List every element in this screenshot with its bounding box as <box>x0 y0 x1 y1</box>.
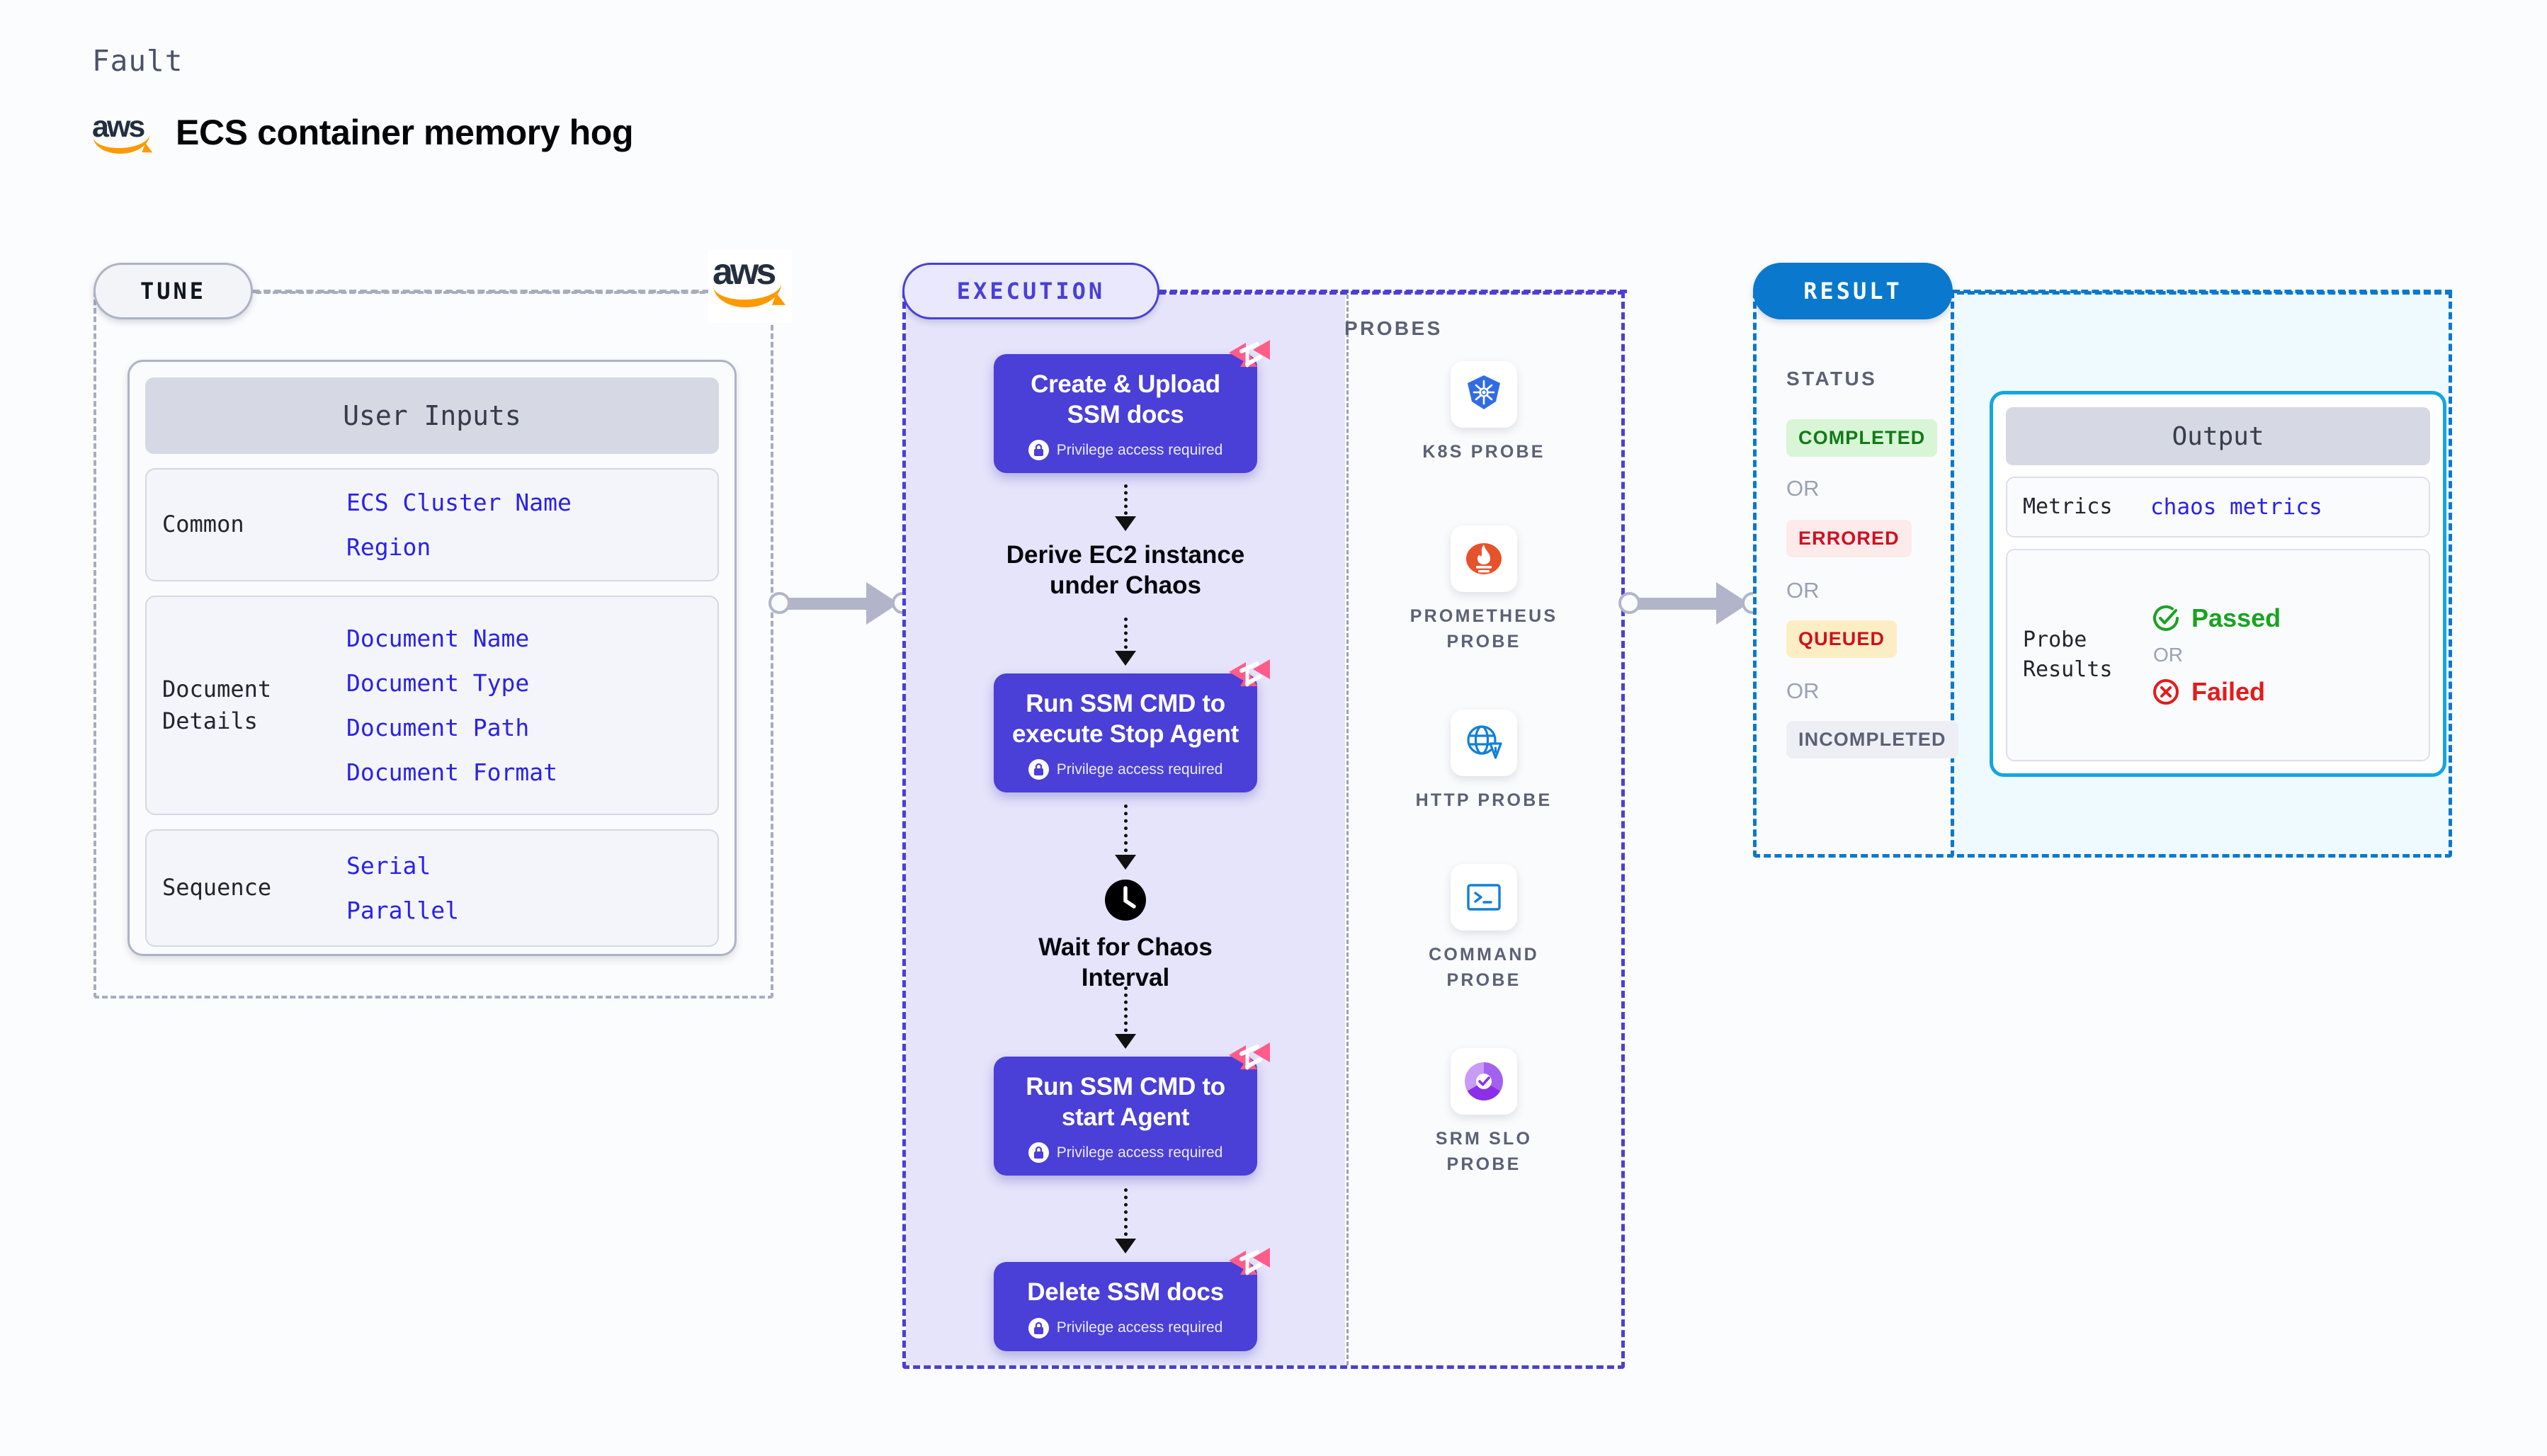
probe-result-label: Failed <box>2191 677 2266 706</box>
privilege-note: Privilege access required <box>1005 440 1246 461</box>
execution-step-delete-ssm-docs[interactable]: Delete SSM docs Privilege access require… <box>994 1248 1270 1351</box>
tune-aws-connector <box>253 290 742 293</box>
prometheus-icon <box>1451 525 1517 592</box>
probe-result-failed: Failed <box>2150 676 2281 707</box>
privilege-note: Privilege access required <box>1005 1317 1246 1338</box>
harness-chaos-badge-icon <box>1229 1248 1270 1275</box>
result-connector <box>1953 290 2452 293</box>
srm-slo-icon <box>1451 1048 1517 1115</box>
harness-chaos-badge-icon <box>1229 1042 1270 1070</box>
tune-to-execution-arrow <box>768 582 914 625</box>
status-or: OR <box>1786 476 1820 501</box>
execution-stage-pill[interactable]: EXECUTION <box>902 263 1159 319</box>
probes-column <box>1346 295 1621 1365</box>
output-group-metrics: Metrics chaos metrics <box>2006 477 2430 538</box>
probe-item-http[interactable]: HTTP PROBE <box>1346 710 1621 813</box>
privilege-note-text: Privilege access required <box>1056 761 1223 778</box>
input-group-common: Common ECS Cluster Name Region <box>145 468 719 581</box>
check-circle-icon <box>2153 605 2179 631</box>
kubernetes-icon <box>1451 361 1517 428</box>
page-title: ECS container memory hog <box>176 113 634 152</box>
harness-chaos-badge-icon <box>1229 659 1270 687</box>
probe-result-passed: Passed <box>2150 603 2281 634</box>
fault-kicker: Fault <box>92 44 183 78</box>
input-value[interactable]: Document Type <box>346 669 530 697</box>
input-value[interactable]: Region <box>346 533 431 561</box>
lock-icon <box>1028 440 1049 461</box>
user-inputs-title: User Inputs <box>145 377 719 454</box>
input-value[interactable]: ECS Cluster Name <box>346 489 572 516</box>
execution-probes-connector <box>1159 290 1627 293</box>
aws-logo-icon: aws <box>92 112 157 156</box>
input-value[interactable]: Parallel <box>346 897 459 924</box>
step-title: Delete SSM docs <box>1027 1278 1224 1306</box>
privilege-note-text: Privilege access required <box>1056 1319 1223 1336</box>
probe-result-or: OR <box>2153 644 2183 666</box>
tune-stage-pill[interactable]: TUNE <box>93 263 253 319</box>
input-value[interactable]: Document Format <box>346 758 558 786</box>
fault-title-row: aws ECS container memory hog <box>92 112 634 156</box>
status-badge-queued: QUEUED <box>1786 620 1898 658</box>
privilege-note-text: Privilege access required <box>1056 441 1223 458</box>
result-status-region <box>1753 291 1954 858</box>
status-section-label: STATUS <box>1786 368 1878 389</box>
output-metrics-label: Metrics <box>2023 494 2113 519</box>
result-stage-pill[interactable]: RESULT <box>1753 263 1953 319</box>
lock-icon <box>1028 759 1049 780</box>
probes-section-label: PROBES <box>1344 317 1443 339</box>
privilege-note: Privilege access required <box>1005 759 1246 780</box>
aws-provider-icon: aws <box>708 249 792 323</box>
input-group-label: Sequence <box>162 874 272 902</box>
lock-icon <box>1028 1317 1049 1338</box>
x-circle-icon <box>2153 679 2179 705</box>
status-or: OR <box>1786 678 1820 703</box>
lock-icon <box>1028 1142 1049 1164</box>
user-inputs-card: User Inputs Common ECS Cluster Name Regi… <box>127 360 737 956</box>
status-or: OR <box>1786 578 1820 603</box>
probe-label: HTTP PROBE <box>1415 790 1553 810</box>
privilege-note: Privilege access required <box>1005 1142 1246 1164</box>
output-title: Output <box>2006 407 2430 465</box>
terminal-icon <box>1451 864 1517 931</box>
status-badge-errored: ERRORED <box>1786 520 1912 557</box>
probe-item-k8s[interactable]: K8S PROBE <box>1346 361 1621 465</box>
clock-icon <box>1105 880 1146 921</box>
output-metrics-value[interactable]: chaos metrics <box>2150 494 2322 520</box>
input-group-label: Common <box>162 511 244 538</box>
status-badge-incompleted: INCOMPLETED <box>1786 721 1958 758</box>
input-value[interactable]: Document Path <box>346 714 530 741</box>
input-value[interactable]: Document Name <box>346 625 530 652</box>
input-group-sequence: Sequence Serial Parallel <box>145 829 719 947</box>
input-value[interactable]: Serial <box>346 852 431 880</box>
probe-label: K8S PROBE <box>1422 442 1545 462</box>
page-header: Fault aws ECS container memory hog <box>92 44 634 156</box>
status-badge-completed: COMPLETED <box>1786 419 1938 457</box>
harness-chaos-badge-icon <box>1229 340 1270 368</box>
execution-to-result-arrow <box>1618 582 1764 625</box>
privilege-note-text: Privilege access required <box>1056 1144 1223 1161</box>
http-globe-icon <box>1451 710 1517 776</box>
probe-result-label: Passed <box>2191 603 2281 632</box>
